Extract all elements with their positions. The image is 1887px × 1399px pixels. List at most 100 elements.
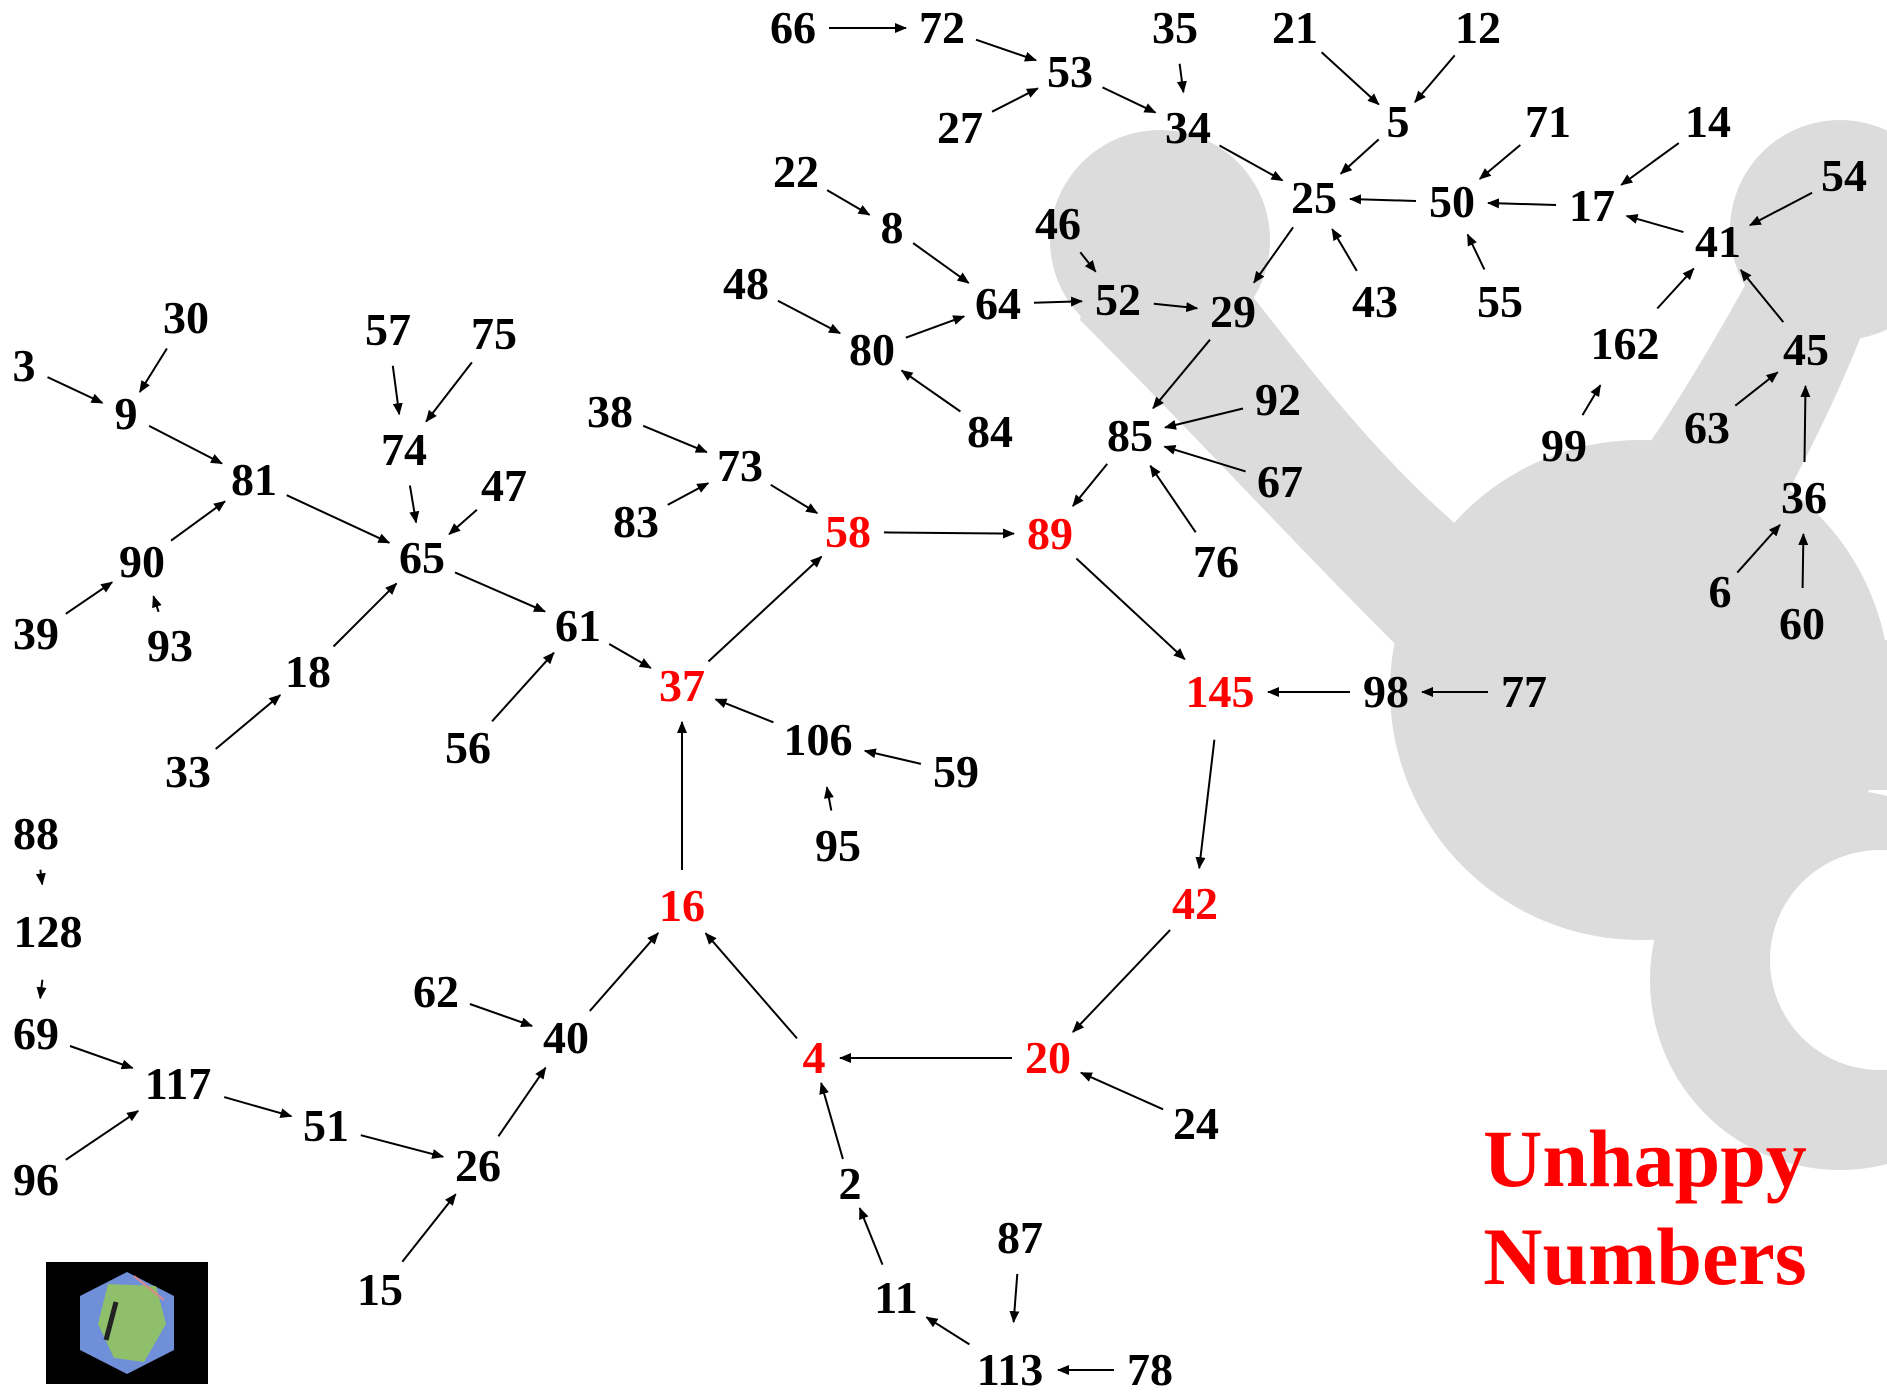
node-62: 62 (413, 966, 459, 1017)
arrow-93-to-90 (152, 595, 162, 613)
node-3: 3 (12, 340, 36, 391)
node-48: 48 (723, 258, 769, 309)
node-73: 73 (717, 440, 763, 491)
node-75: 75 (471, 308, 517, 359)
node-61: 61 (555, 600, 601, 651)
diagram-title: Unhappy Numbers (1475, 1110, 1815, 1306)
arrow-11-to-2 (858, 1207, 884, 1265)
node-117: 117 (144, 1058, 212, 1109)
arrow-113-to-11 (925, 1316, 970, 1346)
title-line-1: Unhappy (1483, 1113, 1807, 1204)
arrow-67-to-85 (1163, 445, 1246, 473)
arrow-48-to-80 (777, 299, 841, 335)
arrow-69-to-117 (69, 1045, 134, 1070)
arrow-33-to-18 (215, 694, 282, 750)
logo-thumbnail (46, 1262, 208, 1384)
arrow-96-to-117 (65, 1110, 140, 1161)
node-145: 145 (1185, 666, 1255, 717)
node-14: 14 (1685, 96, 1731, 147)
background-logo-hole (1770, 850, 1887, 1070)
arrow-27-to-53 (991, 87, 1039, 113)
arrow-46-to-52 (1079, 251, 1097, 273)
node-50: 50 (1429, 176, 1475, 227)
node-46: 46 (1035, 198, 1081, 249)
arrow-2-to-4 (819, 1082, 844, 1160)
node-99: 99 (1541, 420, 1587, 471)
arrow-162-to-41 (1656, 267, 1695, 310)
arrow-47-to-65 (448, 509, 478, 535)
node-38: 38 (587, 386, 633, 437)
arrow-89-to-145 (1075, 557, 1186, 661)
arrow-40-to-16 (589, 932, 659, 1012)
node-52: 52 (1095, 274, 1141, 325)
arrow-73-to-58 (770, 483, 819, 515)
arrow-88-to-128 (35, 869, 46, 886)
arrow-65-to-61 (454, 571, 546, 613)
arrow-56-to-61 (491, 651, 555, 722)
node-128: 128 (13, 906, 83, 957)
arrow-76-to-85 (1149, 464, 1197, 533)
arrow-9-to-81 (148, 425, 223, 465)
arrow-4-to-16 (704, 932, 798, 1040)
arrow-41-to-17 (1625, 214, 1684, 234)
node-76: 76 (1193, 536, 1239, 587)
arrow-36-to-45 (1800, 385, 1811, 463)
node-55: 55 (1477, 276, 1523, 327)
arrow-128-to-69 (36, 979, 47, 1000)
arrow-30-to-9 (138, 347, 168, 393)
arrow-61-to-37 (608, 643, 652, 669)
node-33: 33 (165, 746, 211, 797)
arrow-18-to-65 (332, 582, 398, 648)
node-106: 106 (783, 714, 853, 765)
node-69: 69 (13, 1008, 59, 1059)
arrow-5-to-25 (1339, 138, 1380, 175)
arrow-80-to-64 (905, 315, 966, 339)
node-66: 66 (770, 2, 816, 53)
arrow-53-to-34 (1102, 86, 1157, 114)
node-53: 53 (1047, 46, 1093, 97)
node-92: 92 (1255, 374, 1301, 425)
node-6: 6 (1708, 566, 1732, 617)
node-54: 54 (1821, 150, 1867, 201)
node-162: 162 (1590, 318, 1660, 369)
arrow-37-to-58 (707, 555, 823, 663)
arrow-15-to-26 (401, 1193, 457, 1263)
node-89: 89 (1027, 508, 1073, 559)
node-78: 78 (1127, 1344, 1173, 1395)
node-87: 87 (997, 1212, 1043, 1263)
node-56: 56 (445, 722, 491, 773)
arrow-42-to-20 (1072, 929, 1171, 1033)
node-5: 5 (1386, 96, 1410, 147)
node-113: 113 (976, 1344, 1044, 1395)
arrow-17-to-50 (1487, 198, 1557, 209)
arrow-22-to-8 (826, 189, 871, 216)
node-58: 58 (825, 506, 871, 557)
node-57: 57 (365, 304, 411, 355)
node-37: 37 (659, 660, 705, 711)
node-84: 84 (967, 406, 1013, 457)
arrow-75-to-74 (425, 361, 473, 423)
arrow-85-to-89 (1072, 463, 1108, 507)
arrow-59-to-106 (863, 748, 922, 765)
node-12: 12 (1455, 2, 1501, 53)
node-16: 16 (659, 880, 705, 931)
arrow-51-to-26 (360, 1134, 445, 1159)
node-93: 93 (147, 620, 193, 671)
node-17: 17 (1569, 180, 1615, 231)
arrow-71-to-50 (1478, 144, 1521, 180)
arrow-58-to-89 (883, 528, 1015, 539)
node-21: 21 (1272, 2, 1318, 53)
arrow-99-to-162 (1581, 384, 1602, 416)
node-51: 51 (303, 1100, 349, 1151)
node-41: 41 (1695, 216, 1741, 267)
arrow-84-to-80 (900, 369, 961, 413)
node-2: 2 (838, 1158, 862, 1209)
node-95: 95 (815, 820, 861, 871)
arrow-57-to-74 (391, 365, 403, 416)
node-8: 8 (880, 202, 904, 253)
node-47: 47 (481, 460, 527, 511)
arrow-34-to-25 (1219, 144, 1284, 182)
arrow-74-to-65 (408, 485, 420, 524)
node-43: 43 (1352, 276, 1398, 327)
